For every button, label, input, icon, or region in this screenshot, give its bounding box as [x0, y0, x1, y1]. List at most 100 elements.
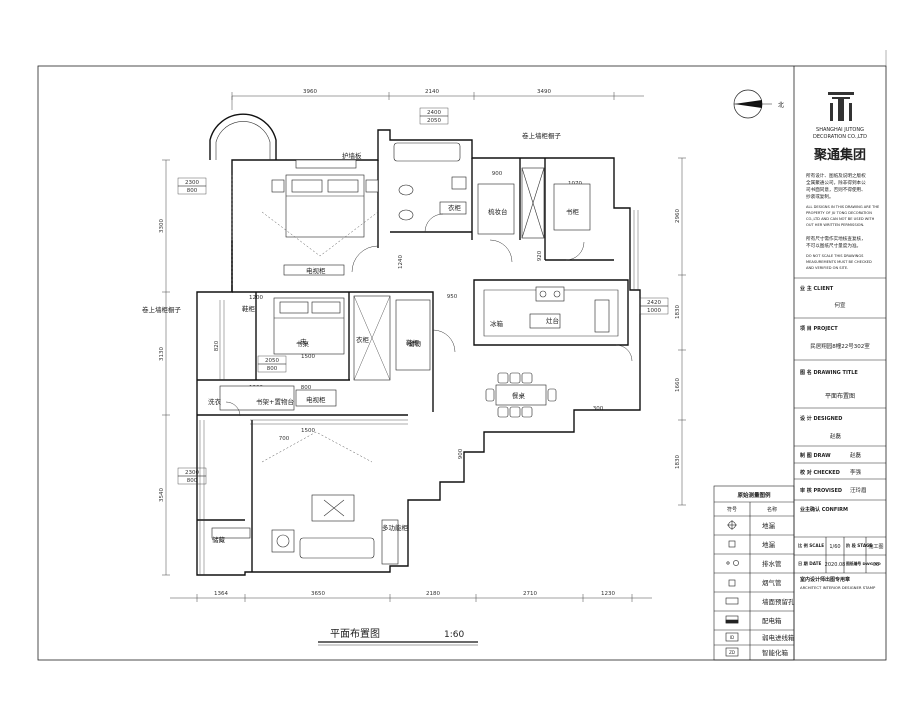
room-label-tv-stand: 电视柜 — [306, 395, 326, 404]
drawing-scale: 1:60 — [444, 630, 464, 640]
dim-inner: 700 — [279, 436, 290, 442]
tag-box — [257, 363, 287, 373]
tag-box — [419, 115, 449, 125]
stage-label: 阶 段 STAGE — [846, 542, 873, 549]
tag-value: 2050 — [427, 118, 441, 124]
legend-title: 原始测量图例 — [737, 491, 771, 499]
legend-item-name: 墙面预留孔 — [762, 597, 795, 606]
approved-value: 汪玲眉 — [850, 486, 867, 494]
dim-inner: 950 — [447, 294, 458, 300]
room-label-bath-storage: 储物 — [408, 339, 422, 348]
master-bed — [271, 174, 379, 238]
checked-label: 校 对 CHECKED — [800, 469, 840, 476]
room-label-tv-cabinet: 电视柜 — [306, 266, 326, 275]
title-block-rows — [794, 277, 886, 574]
room-label-dining: 餐桌 — [512, 391, 526, 400]
legend-col-name: 名称 — [767, 506, 777, 513]
legend-symbols — [725, 520, 739, 657]
dim-inner: 820 — [214, 340, 220, 351]
drawing-title-label: 图 名 DRAWING TITLE — [800, 369, 858, 376]
legend-col-symbol: 符号 — [727, 506, 737, 513]
notice-cn-2: 全属聚通公司，除非得到本公 — [806, 179, 866, 186]
room-label-study-desk: 书桌 — [296, 339, 310, 348]
tag-box — [177, 475, 207, 485]
dim-inner: 900 — [458, 448, 464, 459]
date-value: 2020.08 — [825, 562, 846, 568]
designed-value: 赵磊 — [830, 432, 842, 440]
master-wardrobe — [295, 159, 357, 169]
living-room-furniture — [211, 494, 399, 565]
dim-right: 1660 — [675, 378, 681, 392]
drawing-title-value: 平面布置图 — [825, 392, 855, 400]
notice-cn-4: 抄袭或复制。 — [806, 193, 834, 200]
dim-note-en-1: DO NOT SCALE THIS DRAWINGS — [806, 254, 864, 258]
room-label-balcony-note: 卷上墙柜橱子 — [142, 305, 182, 314]
dim-right: 1830 — [675, 455, 681, 469]
dim-top: 3490 — [537, 89, 551, 95]
tag-box — [177, 185, 207, 195]
client-value: 何宣 — [834, 301, 846, 309]
dwgno-label: 图纸编号 DWG NO — [846, 561, 881, 566]
tag-value: 2420 — [647, 300, 661, 306]
room-label-sofa-cabinet: 鞋柜 — [406, 338, 420, 347]
dim-inner: 300 — [593, 406, 604, 412]
project-label: 项 目 PROJECT — [800, 325, 838, 332]
room-label-shoe-cabinet: 鞋柜 — [242, 304, 256, 313]
bookcase — [219, 385, 295, 411]
approved-label: 审 核 PROVISED — [800, 487, 842, 494]
legend-item-name: 排水管 — [762, 559, 782, 568]
stage-value: 施工图 — [868, 543, 883, 550]
stamp-en: ARCHITECT INTERIOR DESIGNER STAMP — [800, 585, 876, 590]
legend-box-label-2: ZD — [729, 650, 735, 655]
room-label-dresser: 梳妆台 — [488, 207, 508, 216]
date-label: 日 期 DATE — [798, 560, 822, 567]
tag-value: 2050 — [265, 358, 279, 364]
doors — [225, 213, 633, 417]
walls — [196, 113, 641, 576]
notice-en-2: PROPERTY OF JU TONG DECORATION — [806, 211, 872, 215]
room-label-master-wardrobe: 护墙板 — [342, 151, 362, 160]
dim-top: 2140 — [425, 89, 439, 95]
company-logo — [828, 92, 854, 121]
stamp-cn: 室内设计师出图专用章 — [800, 576, 850, 583]
dim-bottom: 3650 — [311, 591, 325, 597]
room-label-cooker: 灶台 — [546, 316, 559, 325]
legend-item-name: 地漏 — [762, 540, 776, 549]
room-label-closet: 衣柜 — [356, 335, 370, 344]
dwgno-value: 03 — [873, 562, 879, 568]
dim-inner: 900 — [492, 171, 503, 177]
dim-top: 3960 — [303, 89, 317, 95]
draw-label: 制 图 DRAW — [800, 452, 831, 459]
outer-border — [37, 65, 887, 661]
master-tv-cabinet — [283, 264, 345, 276]
tag-value: 800 — [267, 366, 278, 372]
notice-en-1: ALL DESIGNS IN THIS DRAWING ARE THE — [806, 205, 880, 209]
room-label-bookshelf: 书柜 — [566, 207, 580, 216]
room-label-bed-label: 床 — [300, 337, 307, 346]
room-label-wardrobe-bed2: 衣柜 — [448, 203, 462, 212]
legend-item-name: 烟气管 — [762, 578, 782, 587]
second-bed — [273, 297, 345, 355]
scale-label: 比 例 SCALE — [798, 542, 824, 549]
dim-left: 3540 — [159, 488, 165, 502]
dim-left: 3300 — [159, 219, 165, 233]
dim-inner: 920 — [537, 250, 543, 261]
tag-value: 2300 — [185, 470, 199, 476]
legend-item-name: 配电箱 — [762, 616, 782, 625]
tag-value: 800 — [187, 188, 198, 194]
dim-note-cn-1: 所有尺寸需作实地核查复核， — [806, 235, 866, 242]
room-label-fridge: 冰箱 — [490, 319, 504, 328]
drawing-title: 平面布置图 — [330, 628, 380, 640]
tag-value: 1000 — [647, 308, 661, 314]
company-name-cn: 聚通集团 — [813, 147, 866, 163]
dim-note-en-2: MEASUREMENTS MUST BE CHECKED — [806, 260, 872, 264]
dim-right: 1830 — [675, 305, 681, 319]
dim-bottom: 2180 — [426, 591, 440, 597]
dim-inner: 800 — [301, 385, 312, 391]
room-label-laundry: 洗衣 — [208, 397, 222, 406]
north-label: 北 — [778, 101, 784, 109]
confirm-label: 业主确认 CONFIRM — [800, 506, 848, 513]
legend-item-name: 智能化箱 — [762, 648, 789, 657]
